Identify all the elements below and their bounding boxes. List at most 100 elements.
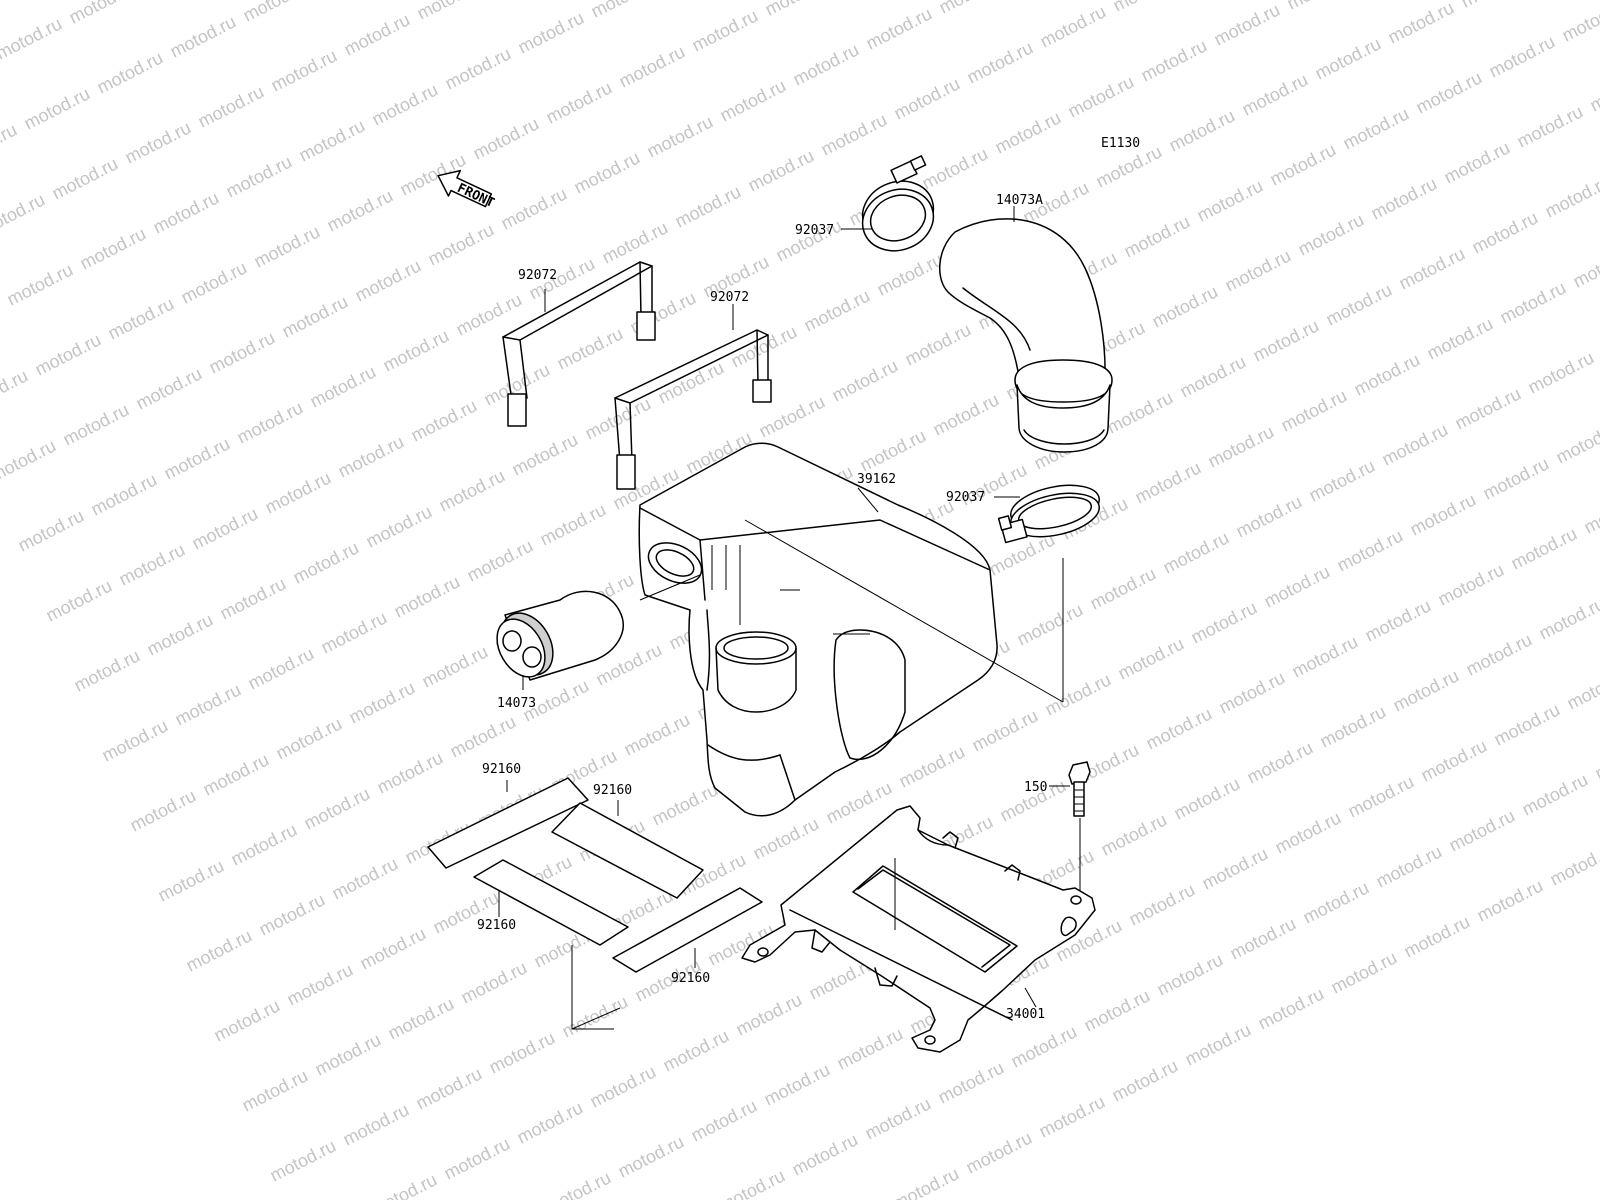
watermark-text: motod.ru [1194,175,1266,225]
watermark-text: motod.ru [762,0,834,20]
pad-3 [473,859,629,946]
watermark-text: motod.ru [891,73,963,123]
watermark-text: motod.ru [1497,277,1569,327]
front-arrow-label: FRONT [455,181,497,211]
watermark-text: motod.ru [1104,387,1176,437]
part-label-clamp-lower: 92037 [946,490,985,505]
watermark-text: motod.ru [436,465,508,515]
watermark-text: motod.ru [223,151,295,201]
watermark-text: motod.ru [1536,593,1600,643]
watermark-text: motod.ru [1081,985,1153,1035]
watermark-text: motod.ru [1098,809,1170,859]
watermark-text: motod.ru [874,249,946,299]
watermark-text: motod.ru [863,3,935,53]
watermark-text: motod.ru [688,1095,760,1145]
watermark-text: motod.ru [660,1025,732,1075]
watermark-text: motod.ru [458,957,530,1007]
watermark-text: motod.ru [234,397,306,447]
watermark-text: motod.ru [1553,417,1600,467]
part-label-band-left: 92072 [518,268,557,283]
watermark-text: motod.ru [554,323,626,373]
pad-1 [427,777,589,869]
watermark-text: motod.ru [470,113,542,163]
watermark-text: motod.ru [1328,947,1400,997]
part-label-inlet-duct: 14073 [497,696,536,711]
part-label-elbow-duct: 14073A [996,193,1043,208]
watermark-text: motod.ru [195,81,267,131]
watermark-text: motod.ru [1008,1021,1080,1071]
watermark-text: motod.ru [262,467,334,517]
watermark-text: motod.ru [183,925,255,975]
watermark-text: motod.ru [1160,527,1232,577]
watermark-text: motod.ru [419,641,491,691]
part-label-silencer-case: 39162 [857,472,896,487]
watermark-text: motod.ru [936,0,1008,18]
watermark-text: motod.ru [1373,841,1445,891]
silencer-case [638,442,998,817]
pad-2 [551,802,704,899]
watermark-text: motod.ru [268,45,340,95]
watermark-text: motod.ru [1216,667,1288,717]
watermark-text: motod.ru [301,783,373,833]
watermark-text: motod.ru [414,0,486,24]
watermark-text: motod.ru [587,1061,659,1111]
watermark-text: motod.ru [1138,35,1210,85]
watermark-text: motod.ru [1261,561,1333,611]
watermark-text: motod.ru [391,571,463,621]
watermark-text: motod.ru [0,435,59,485]
watermark-text: motod.ru [267,1135,339,1185]
watermark-text: motod.ru [1278,385,1350,435]
watermark-text: motod.ru [559,991,631,1041]
watermark-text: motod.ru [116,539,188,589]
watermark-text: motod.ru [1351,349,1423,399]
watermark-text: motod.ru [834,1023,906,1073]
watermark-text: motod.ru [105,293,177,343]
watermark-text: motod.ru [801,285,873,335]
watermark-text: motod.ru [1401,911,1473,961]
watermark-text: motod.ru [969,705,1041,755]
watermark-text: motod.ru [380,325,452,375]
watermark-text: motod.ru [341,9,413,59]
watermark-text: motod.ru [615,1131,687,1181]
watermark-text: motod.ru [284,959,356,1009]
watermark-text: motod.ru [1396,243,1468,293]
part-label-clamp-upper: 92037 [795,223,834,238]
watermark-text: motod.ru [1037,1,1109,51]
watermark-text: motod.ru [1581,487,1600,537]
watermark-text: motod.ru [15,505,87,555]
watermark-text: motod.ru [1413,67,1485,117]
watermark-text: motod.ru [1368,173,1440,223]
watermark-text: motod.ru [4,259,76,309]
watermark-text: motod.ru [616,41,688,91]
hose-clamp-lower [997,484,1100,544]
watermark-text: motod.ru [537,499,609,549]
watermark-text: motod.ru [930,389,1002,439]
part-label-pad-1: 92160 [482,762,521,777]
watermark-text: motod.ru [1469,207,1541,257]
watermark-text: motod.ru [206,327,278,377]
watermark-text: motod.ru [1312,33,1384,83]
watermark-text: motod.ru [211,995,283,1045]
watermark-text: motod.ru [144,609,216,659]
watermark-text: motod.ru [413,1063,485,1113]
watermark-text: motod.ru [509,429,581,479]
watermark-text: motod.ru [49,153,121,203]
watermark-text: motod.ru [167,11,239,61]
watermark-text: motod.ru [588,0,660,22]
watermark-text: motod.ru [1334,525,1406,575]
watermark-text: motod.ru [150,187,222,237]
watermark-text: motod.ru [717,75,789,125]
watermark-text: motod.ru [1255,983,1327,1033]
watermark-text: motod.ru [1480,453,1552,503]
watermark-text: motod.ru [0,365,31,415]
watermark-text: motod.ru [515,7,587,57]
watermark-text: motod.ru [1491,699,1563,749]
watermark-text: motod.ru [133,363,205,413]
watermark-text: motod.ru [790,39,862,89]
watermark-text: motod.ru [1486,31,1558,81]
watermark-text: motod.ru [1154,949,1226,999]
watermark-text: motod.ru [88,469,160,519]
watermark-text: motod.ru [0,189,48,239]
watermark-text: motod.ru [857,425,929,475]
